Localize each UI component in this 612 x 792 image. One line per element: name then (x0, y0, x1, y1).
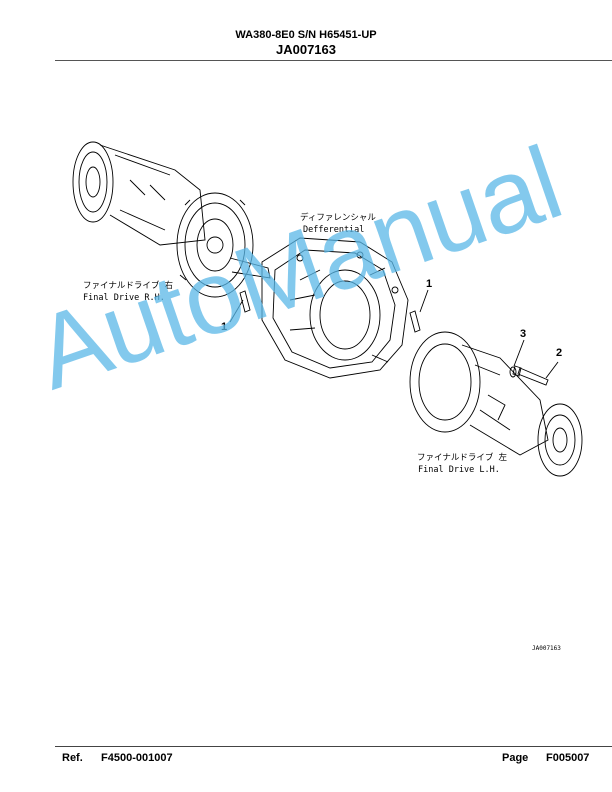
callout-1-left: 1 (221, 321, 228, 333)
header-rule (55, 60, 612, 61)
callout-3: 3 (520, 328, 527, 340)
final-drive-rh-drawing (72, 141, 271, 298)
final-drive-lh-label-en: Final Drive L.H. (418, 465, 500, 475)
footer-rule (55, 746, 612, 747)
callout-1-right: 1 (426, 278, 433, 290)
pin-left-drawing (239, 290, 251, 313)
figure-id: JA007163 (532, 645, 561, 652)
ref-label: Ref. (62, 752, 83, 764)
page-label: Page (502, 752, 529, 764)
washer-drawing (509, 366, 517, 378)
final-drive-rh-label-jp: ファイナルドライブ 右 (83, 281, 173, 291)
differential-drawing (261, 237, 409, 379)
final-drive-lh-drawing (409, 331, 583, 477)
differential-label-jp: ディファレンシャル (300, 213, 376, 223)
page-number: F005007 (546, 752, 590, 764)
bolt-drawing (512, 365, 549, 386)
drawing-code: JA007163 (276, 42, 336, 57)
final-drive-lh-label-jp: ファイナルドライブ 左 (417, 453, 507, 463)
callout-2: 2 (556, 347, 563, 359)
ref-number: F4500-001007 (101, 752, 173, 764)
final-drive-rh-label-en: Final Drive R.H. (83, 293, 165, 303)
pin-right-drawing (409, 310, 421, 333)
model-title: WA380-8E0 S/N H65451-UP (235, 29, 377, 41)
differential-label-en: Defferential (303, 225, 365, 235)
